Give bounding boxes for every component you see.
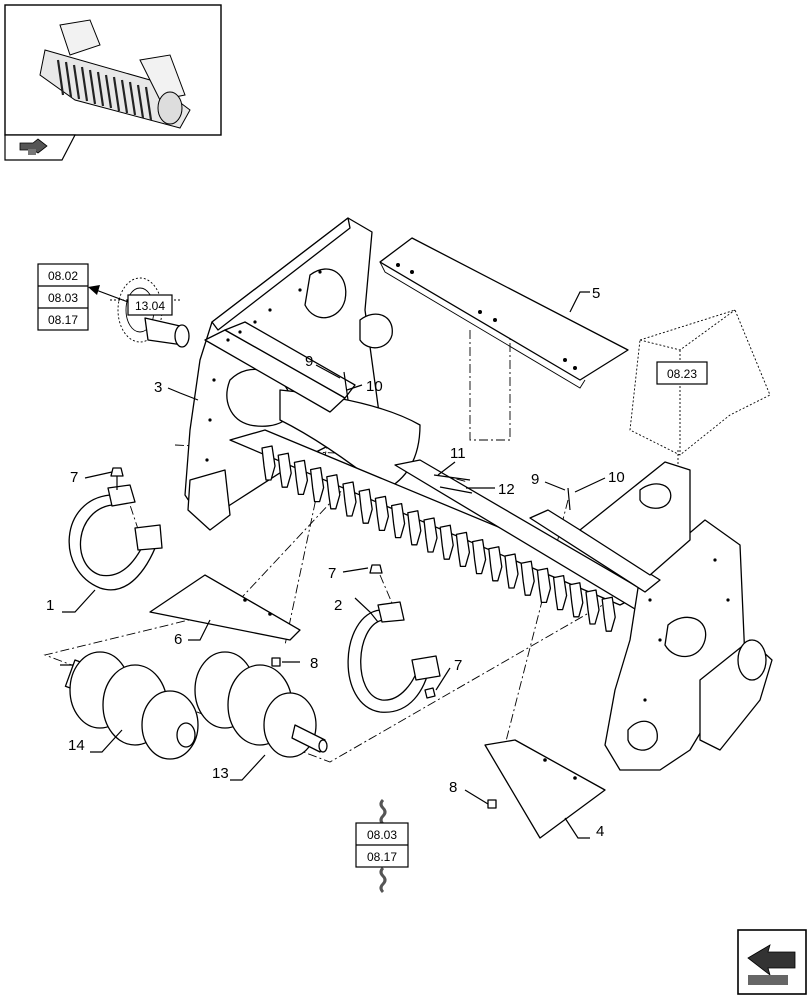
callout-12: 12 [498,481,515,498]
knife-blade [358,488,373,524]
previous-page-icon [19,138,48,155]
knife-blade [277,452,292,488]
overview-thumbnail[interactable] [4,4,222,136]
callout-10b: 10 [608,469,625,486]
left-wedge-guide [149,574,301,641]
callout-14: 14 [68,737,85,754]
ref-08-17: 08.17 [48,313,78,327]
knife-blade [326,474,341,510]
callout-labels: 1 2 3 4 5 6 7 7 7 8 8 9 9 10 10 11 12 13… [46,285,625,840]
knife-row [261,445,616,632]
leader-lines [62,285,606,839]
callout-5: 5 [592,285,600,302]
knife-blade [585,589,600,625]
callout-4: 4 [596,823,604,840]
knife-blade [471,538,487,575]
knife-blade [309,466,325,503]
ref-box-hood[interactable]: 08.23 [656,361,708,385]
knife-blade [374,495,390,532]
callout-2: 2 [334,597,342,614]
knife-blade [455,531,471,568]
callout-11: 11 [450,445,466,462]
hardware [110,371,571,809]
knife-blade [552,574,568,611]
main-frame-assembly [184,217,773,771]
ref-08-23: 08.23 [667,367,697,381]
knife-blade [342,481,357,517]
callout-7b: 7 [328,565,336,582]
callout-10a: 10 [366,378,383,395]
knife-blade [439,524,454,560]
callout-7c: 7 [454,657,462,674]
next-page-button[interactable] [737,929,807,995]
ref-box-pulley[interactable]: 13.04 [127,294,173,316]
frame-holes [205,270,730,702]
knife-blade [293,459,309,496]
ref-08-02: 08.02 [48,269,78,283]
next-page-icon [747,944,796,985]
baler-overview-thumbnail-icon [39,19,191,129]
previous-page-button[interactable] [4,134,76,161]
right-wedge-guide [484,739,606,839]
ref-13-04: 13.04 [135,299,165,313]
callout-8b: 8 [449,779,457,796]
ref-box-left-stack[interactable]: 08.02 08.03 08.17 [37,263,89,331]
callout-1: 1 [46,597,54,614]
auger-13 [194,651,328,758]
left-u-strap [68,484,163,591]
callout-8a: 8 [310,655,318,672]
ref-08-03: 08.03 [48,291,78,305]
ref-08-17-bottom: 08.17 [367,850,397,864]
callout-7a: 7 [70,469,78,486]
center-u-strap [347,601,441,713]
knife-blade [569,582,584,618]
callout-6: 6 [174,631,182,648]
knife-blade [423,517,438,553]
callout-9a: 9 [305,353,313,370]
knife-blade [601,596,616,632]
reference-connector [379,798,387,894]
knife-blade [520,560,535,596]
callout-9b: 9 [531,471,539,488]
callout-3: 3 [154,379,162,396]
auger-14 [60,651,199,760]
knife-blade [536,567,552,604]
top-cover-plate [379,237,629,389]
knife-blade [488,546,503,582]
knife-blade [504,553,519,589]
knife-blade [407,510,422,546]
callout-13: 13 [212,765,229,782]
ref-box-bottom-stack[interactable]: 08.03 08.17 [355,822,409,868]
ref-08-03-bottom: 08.03 [367,828,397,842]
knife-blade [390,502,406,539]
knife-blade [261,445,276,481]
